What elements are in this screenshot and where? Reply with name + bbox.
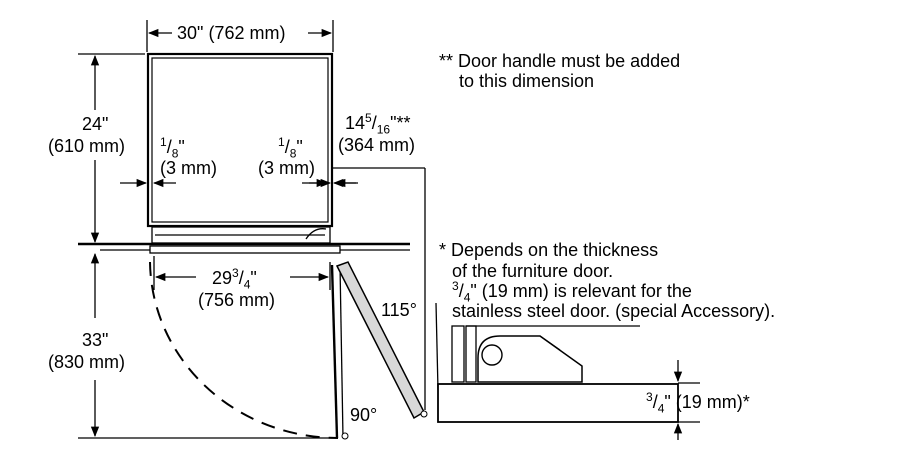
upper-height-dimension-line bbox=[78, 53, 145, 244]
depth-label: 145/16"** bbox=[345, 111, 411, 137]
opened-door bbox=[330, 261, 428, 440]
width-inch-value: 30" bbox=[177, 23, 204, 43]
thickness-note-line4: stainless steel door. (special Accessory… bbox=[452, 301, 776, 321]
lower-height-mm-label: (830 mm) bbox=[48, 352, 126, 372]
lower-height-inch-label: 33" bbox=[82, 330, 109, 350]
gap-right-fraction: 1/8" bbox=[278, 135, 303, 161]
upper-height-mm-label: (610 mm) bbox=[48, 136, 126, 156]
thickness-note-line3: 3/4" (19 mm) is relevant for the bbox=[452, 279, 692, 305]
width-dimension-line bbox=[146, 20, 334, 52]
thickness-note-line2: of the furniture door. bbox=[452, 261, 614, 281]
thickness-note-line1: * Depends on the thickness bbox=[439, 240, 659, 260]
handle-note-line2: to this dimension bbox=[459, 71, 595, 91]
appliance-door-panel bbox=[146, 52, 334, 228]
opening-dimension-line bbox=[153, 256, 331, 290]
width-label: 30" (762 mm) bbox=[177, 23, 285, 43]
hinge-detail bbox=[435, 302, 700, 440]
gap-left-fraction: 1/8" bbox=[160, 135, 185, 161]
angle-90-label: 90° bbox=[350, 405, 378, 425]
width-mm-value: (762 mm) bbox=[208, 23, 286, 43]
depth-mm-label: (364 mm) bbox=[338, 135, 416, 155]
opening-label: 293/4" bbox=[212, 266, 257, 292]
panel-thickness-label: 3/4" (19 mm)* bbox=[646, 390, 750, 416]
gap-left-mm-label: (3 mm) bbox=[160, 158, 217, 178]
countertop-line bbox=[78, 226, 410, 254]
lower-height-dimension-line bbox=[78, 252, 336, 439]
depth-dimension-line bbox=[309, 167, 426, 410]
gap-right-mm-label: (3 mm) bbox=[258, 158, 315, 178]
handle-note-line1: ** Door handle must be added bbox=[439, 51, 681, 71]
upper-height-inch-label: 24" bbox=[82, 114, 109, 134]
door-swing-arc bbox=[149, 261, 339, 439]
opening-mm-label: (756 mm) bbox=[198, 290, 276, 310]
angle-115-label: 115° bbox=[381, 300, 417, 320]
